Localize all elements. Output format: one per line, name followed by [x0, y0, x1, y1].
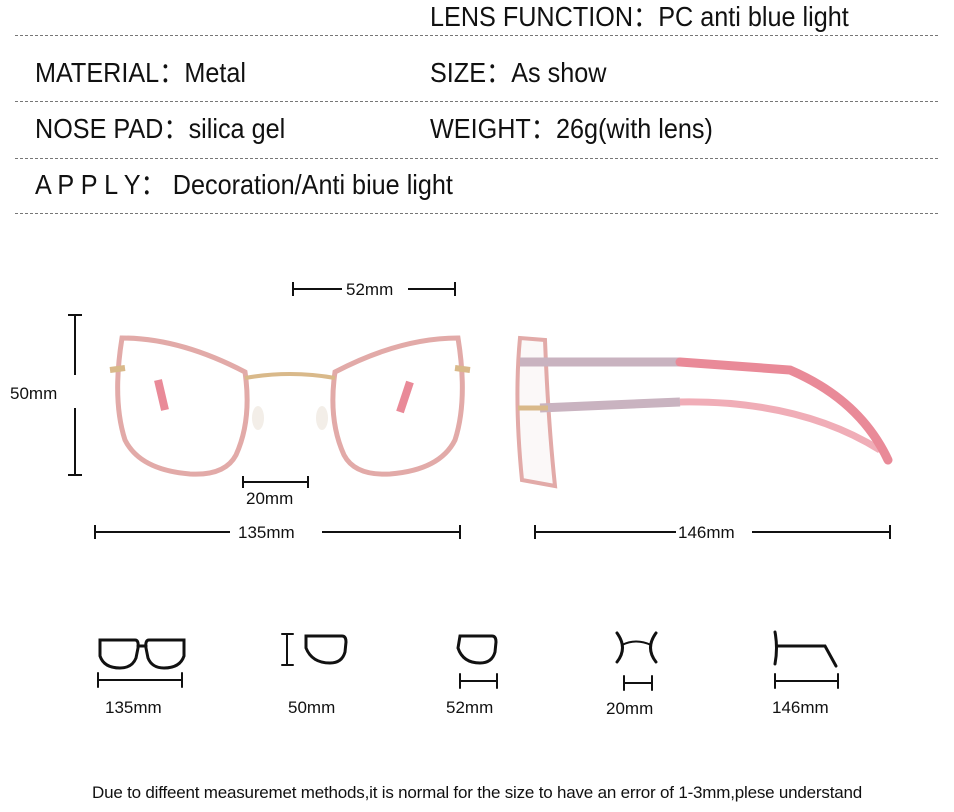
- lens-height-dimension: [68, 314, 82, 476]
- divider: [15, 101, 938, 102]
- divider: [15, 213, 938, 214]
- frame-width-icon: [97, 638, 186, 688]
- icon-label: 50mm: [288, 698, 335, 717]
- glasses-front-view: [109, 335, 471, 477]
- icon-label: 52mm: [446, 698, 493, 717]
- temple-icon: [773, 630, 839, 689]
- icon-label: 135mm: [105, 698, 162, 717]
- nose-pad-spec: NOSE PAD：silica gel: [35, 113, 286, 144]
- lens-width-dimension: [292, 282, 456, 296]
- bridge-dimension: [242, 476, 309, 488]
- material-spec: MATERIAL：Metal: [35, 57, 246, 88]
- bridge-label: 20mm: [246, 489, 293, 508]
- lens-width-label: 52mm: [346, 280, 393, 299]
- glasses-side-view: [515, 335, 893, 489]
- frame-width-label: 135mm: [238, 523, 295, 542]
- lens-width-icon: [456, 634, 498, 689]
- temple-length-dimension: [534, 525, 891, 539]
- icon-label: 146mm: [772, 698, 829, 717]
- apply-spec: A P P L Y： Decoration/Anti biue light: [35, 169, 453, 200]
- lens-height-label: 50mm: [10, 384, 57, 403]
- measurement-disclaimer: Due to diffeent measuremet methods,it is…: [92, 783, 862, 802]
- bridge-icon: [615, 631, 658, 691]
- lens-height-icon: [281, 633, 348, 666]
- weight-spec: WEIGHT：26g(with lens): [430, 113, 713, 144]
- glasses-diagram: 52mm 50mm 20mm 135mm 146mm: [10, 280, 893, 718]
- frame-width-dimension: [94, 525, 461, 539]
- lens-function-spec: LENS FUNCTION：PC anti blue light: [430, 1, 849, 32]
- size-spec: SIZE：As show: [430, 57, 607, 88]
- icon-label: 20mm: [606, 699, 653, 718]
- temple-length-label: 146mm: [678, 523, 735, 542]
- divider: [15, 158, 938, 159]
- divider: [15, 35, 938, 36]
